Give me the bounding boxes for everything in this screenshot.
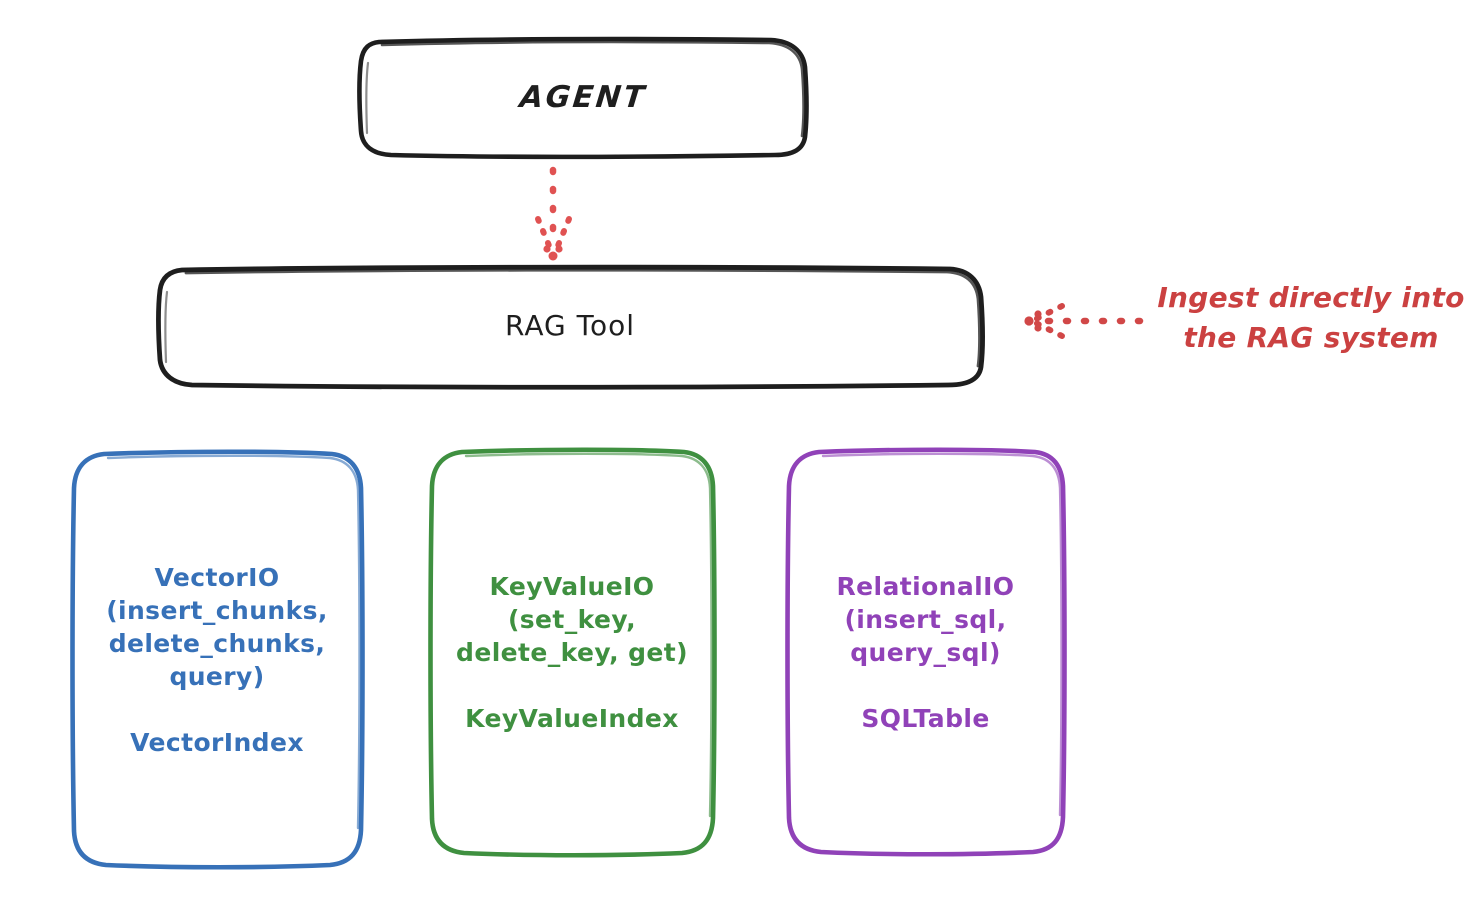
connector-agent-to-rag-tool [535, 166, 572, 261]
node-rag-tool[interactable]: RAG Tool [156, 264, 985, 390]
node-rag-tool-label: RAG Tool [505, 309, 635, 343]
node-key-value-io[interactable]: KeyValueIO (set_key, delete_key, get) Ke… [428, 447, 717, 858]
node-relational-io-label: RelationalIO (insert_sql, query_sql) SQL… [836, 571, 1015, 733]
node-vector-io-label: VectorIO (insert_chunks, delete_chunks, … [106, 562, 328, 757]
connector-ingest-to-rag-tool [1024, 303, 1144, 339]
node-agent-label: AGENT [517, 80, 649, 115]
node-vector-io[interactable]: VectorIO (insert_chunks, delete_chunks, … [70, 449, 365, 870]
ingest-annotation-label: Ingest directly into the RAG system [1157, 281, 1465, 354]
node-agent[interactable]: AGENT [357, 36, 809, 160]
node-key-value-io-label: KeyValueIO (set_key, delete_key, get) Ke… [456, 572, 688, 733]
node-relational-io[interactable]: RelationalIO (insert_sql, query_sql) SQL… [785, 447, 1067, 857]
